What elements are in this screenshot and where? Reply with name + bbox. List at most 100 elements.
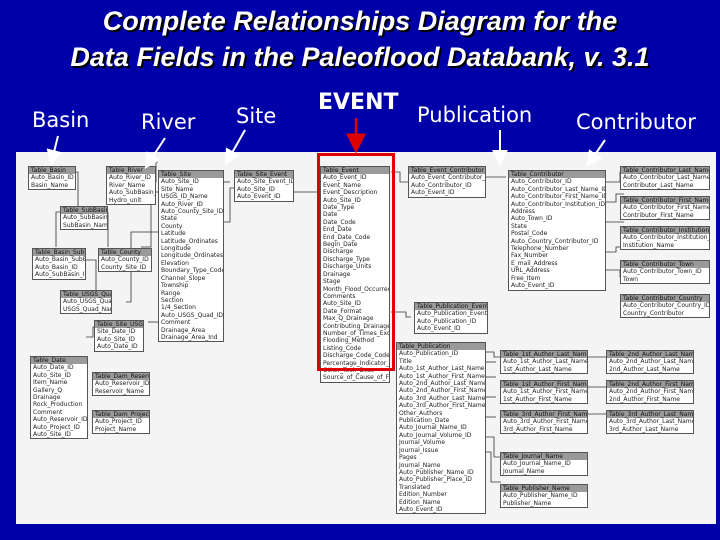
table-field: Auto_Publication_Event_ID	[417, 310, 487, 318]
table-field: Country_Contributor	[623, 309, 685, 317]
table-field: Auto_1st_Author_Last_Name_ID	[503, 358, 587, 366]
table-field: Elevation	[161, 259, 189, 267]
table-field: E_mail_Address	[511, 259, 558, 267]
table-field: Comment	[161, 319, 191, 327]
table-contributor-first-name: Table_Contributor_First_Name Auto_Contri…	[620, 196, 710, 221]
table-field: Auto_Site_ID	[323, 196, 361, 204]
table-header: Table_Event	[321, 167, 389, 175]
table-field: Reservoir_Name	[95, 387, 144, 395]
label-basin: Basin	[32, 108, 90, 132]
label-site: Site	[236, 104, 277, 128]
table-header: Table_USGS_Quad	[61, 291, 111, 299]
table-field: Auto_Contributor_Institution_ID	[623, 234, 709, 242]
table-header: Table_Basin	[29, 167, 75, 175]
table-date: Table_Date Auto_Date_ID Auto_Site_ID Ite…	[30, 356, 88, 440]
table-field: Township	[161, 282, 189, 290]
table-publisher-name: Table_Publisher_Name Auto_Publisher_Name…	[500, 484, 588, 509]
table-field: Auto_County_Site_ID	[161, 208, 223, 216]
table-field: Auto_Country_Contributor_ID	[511, 237, 599, 245]
table-field: Auto_Event_ID	[237, 193, 281, 201]
table-field: Boundary_Type_Code	[161, 267, 223, 275]
table-field: Auto_2nd_Author_First_Name_ID	[399, 387, 485, 395]
table-contributor-institution: Table_Contributor_Institution Auto_Contr…	[620, 226, 710, 251]
table-field: Auto_2nd_Author_Last_Name_ID	[399, 380, 485, 388]
label-river: River	[141, 110, 196, 134]
table-county: Table_County Auto_County_ID County_Site_…	[98, 248, 152, 273]
table-field: Auto_Event_ID	[511, 282, 555, 290]
table-field: Drainage	[33, 394, 61, 402]
label-contributor: Contributor	[576, 110, 696, 134]
slide-title-line-2: Data Fields in the Paleoflood Databank, …	[70, 42, 650, 72]
table-field: Project_Name	[95, 425, 137, 433]
table-contributor-country: Table_Contributor_Country Auto_Contribut…	[620, 294, 710, 319]
table-publication-event: Table_Publication_Event Auto_Publication…	[414, 302, 488, 334]
table-field: Journal_Issue	[399, 446, 439, 454]
table-field: Auto_Journal_Name_ID	[399, 424, 467, 432]
table-header: Table_Date	[31, 357, 87, 365]
table-3rd-author-first-name: Table_3rd_Author_First_Name Auto_3rd_Aut…	[500, 410, 588, 435]
table-field: Discharge	[323, 248, 354, 256]
table-field: Longitude_Ordinates	[161, 252, 223, 260]
table-header: Table_Dam_Project	[93, 411, 149, 419]
table-field: Auto_Journal_Name_ID	[503, 460, 571, 468]
table-river: Table_River Auto_River_ID River_Name Aut…	[106, 166, 156, 206]
table-field: Auto_Project_ID	[95, 418, 142, 426]
table-site: Table_Site Auto_Site_ID Site_Name USGS_I…	[158, 170, 224, 343]
table-field: Event_Description	[323, 189, 378, 197]
table-field: Auto_County_ID	[101, 256, 149, 264]
table-field: 1st_Author_First_Name	[503, 395, 572, 403]
relationships-diagram: Table_Basin Auto_Basin_ID Basin_Name Tab…	[16, 152, 716, 524]
table-field: Free_Item	[511, 274, 541, 282]
table-field: Site_Name	[161, 185, 194, 193]
table-usgs-quad: Table_USGS_Quad Auto_USGS_Quad_ID USGS_Q…	[60, 290, 112, 315]
table-publication: Table_Publication Auto_Publication_ID Ti…	[396, 342, 486, 515]
arrow-contributor	[586, 139, 606, 167]
table-header: Table_Contributor	[509, 171, 605, 179]
table-field: Auto_Event_ID	[323, 174, 367, 182]
table-field: Comments	[323, 292, 356, 300]
table-field: Auto_Event_ID	[417, 325, 461, 333]
table-field: Auto_SubBasin_ID	[35, 271, 85, 279]
table-field: Latitude_Ordinates	[161, 237, 218, 245]
arrow-site	[225, 129, 246, 166]
table-header: Table_Publisher_Name	[501, 485, 587, 493]
table-field: Percentage_Indicator_Tech_Code	[323, 359, 389, 367]
table-field: Auto_Site_ID	[237, 185, 275, 193]
table-header: Table_2nd_Author_First_Name	[607, 381, 693, 389]
table-header: Table_SubBasin	[61, 207, 107, 215]
table-header: Table_Basin_SubBasin	[33, 249, 85, 257]
table-event: Table_Event Auto_Event_ID Event_Name Eve…	[320, 166, 390, 383]
table-header: Table_County	[99, 249, 151, 257]
table-contributor: Table_Contributor Auto_Contributor_ID Au…	[508, 170, 606, 291]
table-field: Auto_Event_ID	[399, 505, 443, 513]
table-field: Auto_River_ID	[109, 174, 151, 182]
table-field: Postal_Code	[511, 230, 548, 238]
table-field: 2nd_Author_First_Name	[609, 395, 680, 403]
table-site-usgs: Table_Site_USGS Site_Date_ID Auto_Site_I…	[94, 320, 144, 352]
table-field: Auto_3rd_Author_Last_Name_ID	[399, 394, 485, 402]
table-header: Table_River	[107, 167, 155, 175]
table-basin: Table_Basin Auto_Basin_ID Basin_Name	[28, 166, 76, 191]
label-event: EVENT	[318, 90, 399, 115]
table-field: Contributing_Drainage_Area	[323, 322, 389, 330]
table-field: Telephone_Number	[511, 245, 569, 253]
table-field: Discharge_Type	[323, 255, 370, 263]
table-header: Table_Contributor_Last_Name	[621, 167, 709, 175]
table-field: Auto_Event_ID	[411, 189, 455, 197]
table-header: Table_Contributor_First_Name	[621, 197, 709, 205]
table-dam-reservoir: Table_Dam_Reservoir Auto_Reservoir_ID Re…	[92, 372, 150, 397]
table-1st-author-last-name: Table_1st_Author_Last_Name Auto_1st_Auth…	[500, 350, 588, 375]
table-field: Drainage_Area	[161, 326, 206, 334]
table-field: Auto_Contributor_ID	[411, 181, 472, 189]
table-field: Journal_Name	[399, 461, 441, 469]
table-basin-subbasin: Table_Basin_SubBasin Auto_Basin_SubBasin…	[32, 248, 86, 280]
table-field: Begin_Date	[323, 241, 358, 249]
table-event-contributor: Table_Event_Contributor Auto_Event_Contr…	[408, 166, 486, 198]
table-dam-project: Table_Dam_Project Auto_Project_ID Projec…	[92, 410, 150, 435]
table-field: Edition_Name	[399, 498, 441, 506]
table-field: 2nd_Author_Last_Name	[609, 365, 680, 373]
table-field: Auto_Publisher_Name_ID	[503, 492, 578, 500]
table-2nd-author-first-name: Table_2nd_Author_First_Name Auto_2nd_Aut…	[606, 380, 694, 405]
table-header: Table_Journal_Name	[501, 453, 587, 461]
